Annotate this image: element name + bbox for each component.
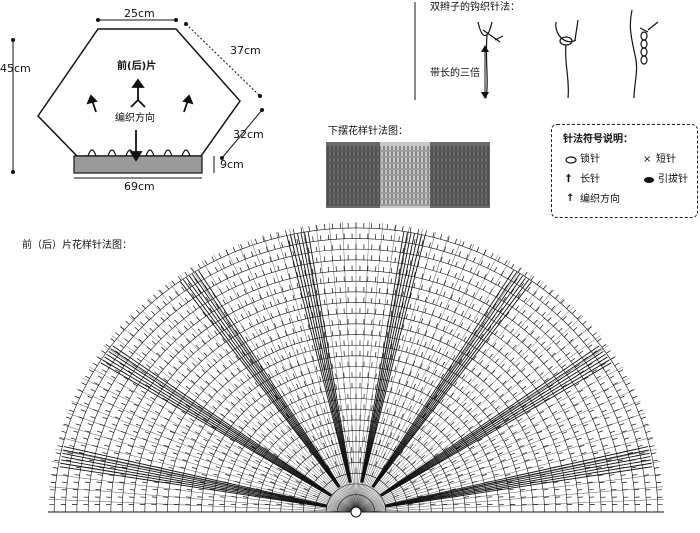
height-label: 45cm <box>0 62 31 75</box>
bottom-width-label: 69cm <box>124 180 155 193</box>
legend-direction-label: 编织方向 <box>580 194 620 205</box>
legend-single-crochet-label: 短针 <box>656 154 676 165</box>
panel-title: 前(后)片 <box>117 61 157 72</box>
chain-stitch-icon <box>565 156 577 164</box>
direction-arrows <box>86 78 194 162</box>
hem-pattern-title: 下摆花样针法图： <box>328 126 408 137</box>
hem-scallops <box>87 149 191 157</box>
main-chart-title: 前（后）片花样针法图： <box>22 240 132 251</box>
braid-step-3 <box>629 9 659 99</box>
braid-note: 带长的三倍 <box>430 68 480 79</box>
fan-stitch-chart <box>48 222 664 518</box>
upper-slope-dimension <box>185 23 261 97</box>
hem-pattern-stitches <box>326 146 490 206</box>
panel-outline <box>37 28 241 157</box>
top-width-label: 25cm <box>124 7 155 20</box>
braid-step-2 <box>555 19 579 99</box>
braid-title: 双辫子的钩织针法： <box>430 2 520 13</box>
double-crochet-icon: † <box>566 173 571 184</box>
legend-chain-label: 锁针 <box>580 154 600 165</box>
hem-height-label: 9cm <box>220 158 244 171</box>
lower-slope-label: 32cm <box>233 128 264 141</box>
legend-slip-stitch-label: 引拔针 <box>658 174 688 185</box>
legend-double-crochet-label: 长针 <box>580 174 600 185</box>
braid-step-1 <box>477 21 504 99</box>
direction-label: 编织方向 <box>115 113 155 124</box>
legend-title: 针法符号说明： <box>563 134 633 145</box>
hem-band <box>73 155 203 174</box>
slip-stitch-icon <box>644 177 654 183</box>
direction-arrow-icon: ↑ <box>566 193 575 204</box>
single-crochet-icon: × <box>643 154 652 165</box>
lower-slope-dimension <box>221 109 263 159</box>
upper-slope-label: 37cm <box>230 44 261 57</box>
legend-box <box>551 124 698 218</box>
